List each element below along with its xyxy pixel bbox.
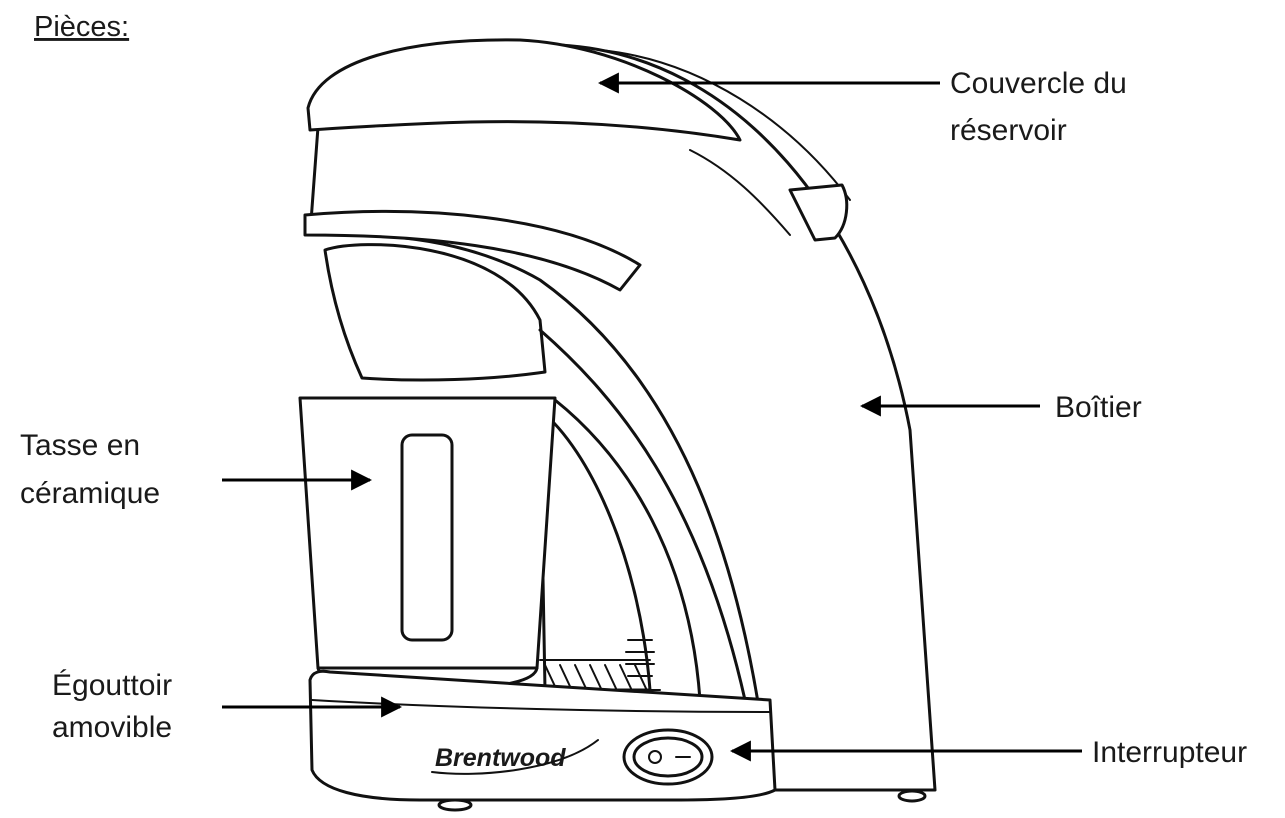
label-drip-tray-line2: amovible: [52, 711, 172, 744]
label-power-switch: Interrupteur: [1092, 736, 1247, 769]
housing-highlight: [599, 49, 851, 201]
label-ceramic-cup-line1: Tasse en: [20, 429, 140, 462]
base-edge: [311, 699, 771, 713]
power-switch: [622, 728, 714, 786]
brand-logo: Brentwood: [435, 744, 566, 772]
foot-right: [897, 789, 927, 803]
housing-highlight: [689, 149, 791, 236]
label-ceramic-cup-line2: céramique: [20, 477, 160, 510]
foot-left: [437, 798, 473, 812]
reservoir-lid-shape: [306, 38, 742, 142]
spring-detail: [625, 639, 655, 677]
label-reservoir-lid-line2: réservoir: [950, 114, 1067, 147]
housing-inner-arch-2: [553, 398, 702, 702]
back-panel: [538, 408, 652, 692]
cup-window: [400, 433, 454, 642]
page-title: Pièces:: [34, 11, 129, 43]
rear-latch: [788, 183, 849, 242]
label-housing: Boîtier: [1055, 391, 1142, 424]
housing-inner-arch: [538, 328, 747, 702]
top-band: [303, 210, 642, 292]
brand-swoosh: [431, 739, 599, 775]
base: [308, 669, 777, 802]
coffee-maker-illustration: Brentwood: [298, 38, 937, 812]
label-reservoir-lid-line1: Couvercle du: [950, 67, 1127, 100]
label-drip-tray-line1: Égouttoir: [52, 669, 172, 702]
brew-basket: [323, 243, 547, 382]
